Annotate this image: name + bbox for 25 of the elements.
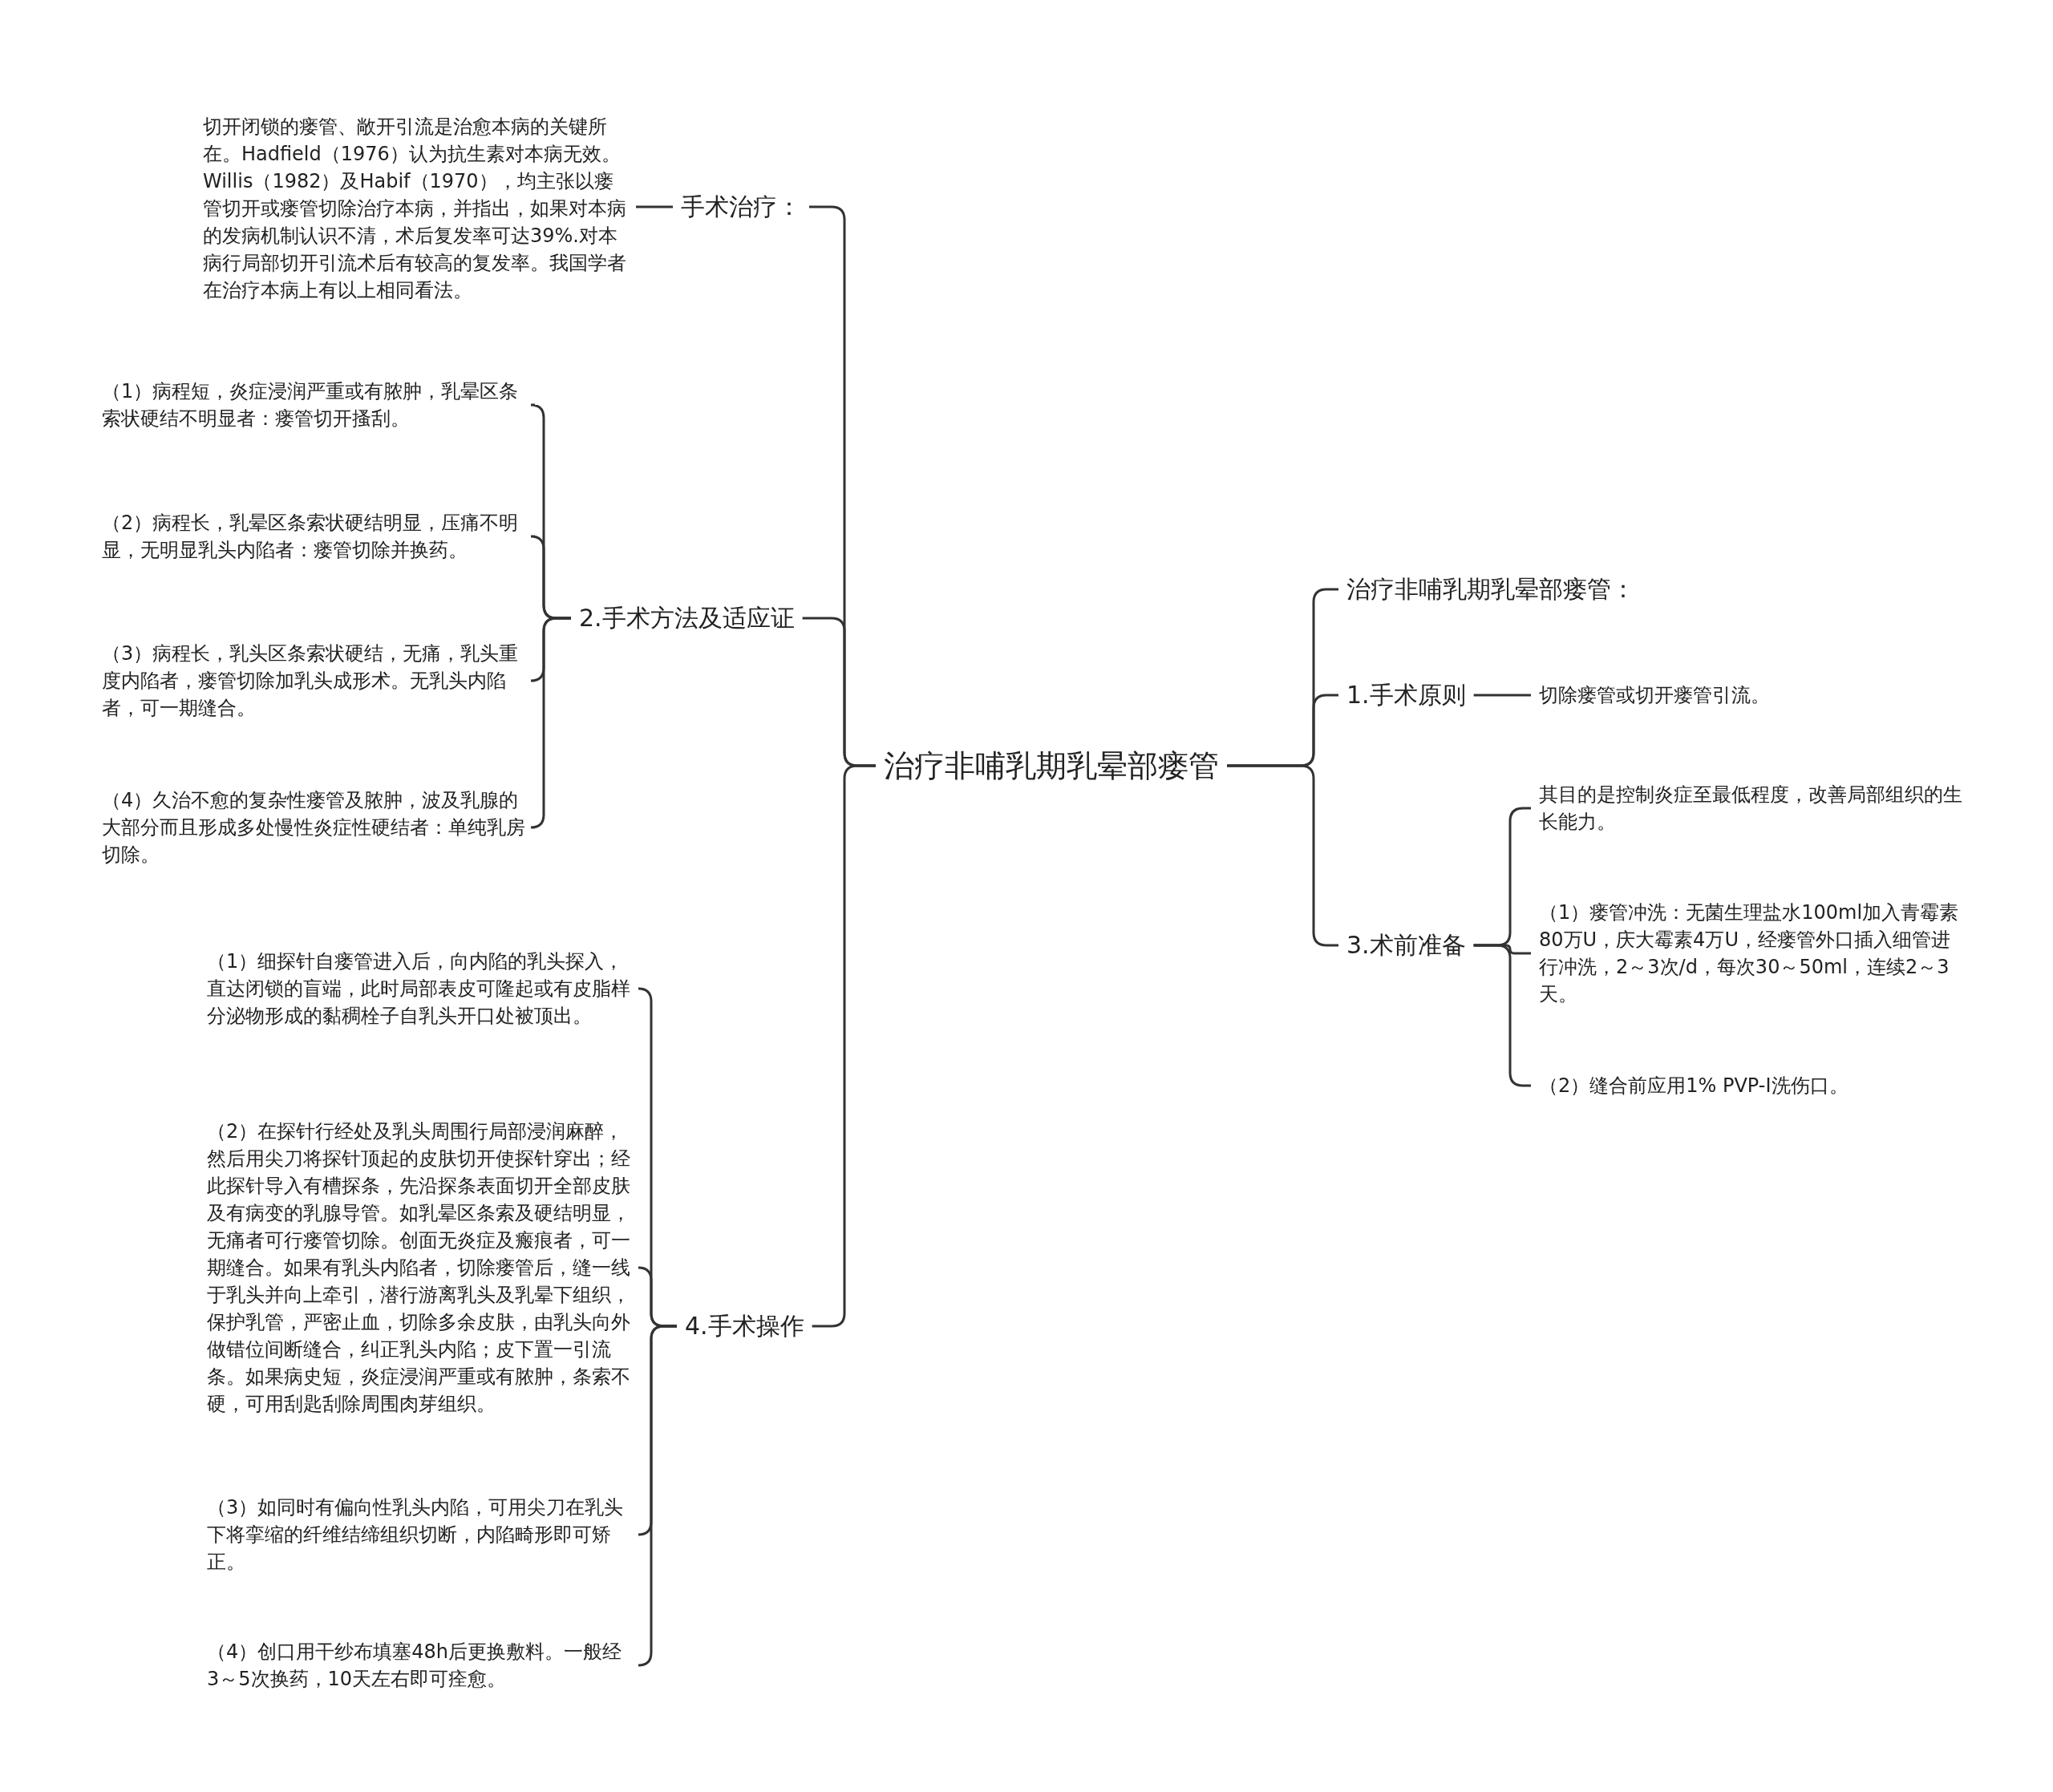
connector-line xyxy=(637,1325,677,1667)
leaf-text: （2）病程长，乳晕区条索状硬结明显，压痛不明显，无明显乳头内陷者：瘘管切除并换药。 xyxy=(102,509,527,564)
branch-topic: 手术治疗： xyxy=(681,191,801,223)
leaf-text: （1）病程短，炎症浸润严重或有脓肿，乳晕区条索状硬结不明显者：瘘管切开搔刮。 xyxy=(102,378,527,432)
leaf-text: 其目的是控制炎症至最低程度，改善局部组织的生长能力。 xyxy=(1539,781,1964,835)
branch-topic: 治疗非哺乳期乳晕部瘘管： xyxy=(1346,573,1635,605)
branch-topic: 2.手术方法及适应证 xyxy=(579,602,795,634)
branch-topic: 4.手术操作 xyxy=(685,1310,804,1342)
leaf-text: （4）创口用干纱布填塞48h后更换敷料。一般经3～5次换药，10天左右即可痊愈。 xyxy=(207,1638,632,1693)
connector-line xyxy=(636,205,673,208)
leaf-text: （3）病程长，乳头区条索状硬结，无痛，乳头重度内陷者，瘘管切除加乳头成形术。无乳头内陷者，可一期缝合。 xyxy=(102,640,527,722)
leaf-text: （3）如同时有偏向性乳头内陷，可用尖刀在乳头下将挛缩的纤维结缔组织切断，内陷畸形即可矫正。 xyxy=(207,1494,632,1576)
connector-line xyxy=(812,764,876,1328)
leaf-text: （2）在探针行经处及乳头周围行局部浸润麻醉，然后用尖刀将探针顶起的皮肤切开使探针穿出；经此探针导入有槽探条，先沿探条表面切开全部皮肤及有病变的乳腺导管。如乳晕区条索及硬结明显，无痛者可行瘘管切除。创面无炎症及瘢痕者，可一期缝合。如果有乳头内陷者，切除瘘管后，缝一线于乳头并向上牵引，潜行游离乳头及乳晕下组织，保护乳管，严密止血，切除多余皮肤，由乳头向外做错位间断缝合，纠正乳头内陷；皮下置一引流条。如果病史短，炎症浸润严重或有脓肿，条索不硬，可用刮匙刮除周围肉芽组织。 xyxy=(207,1118,632,1418)
leaf-text: （4）久治不愈的复杂性瘘管及脓肿，波及乳腺的大部分而且形成多处慢性炎症性硬结者：单纯乳房切除。 xyxy=(102,787,527,868)
branch-topic: 1.手术原则 xyxy=(1346,679,1466,711)
leaf-text: （2）缝合前应用1% PVP-Ⅰ洗伤口。 xyxy=(1539,1072,1964,1099)
connector-line xyxy=(1473,694,1531,697)
connector-line xyxy=(529,617,571,829)
central-topic: 治疗非哺乳期乳晕部瘘管 xyxy=(884,750,1219,782)
branch-topic: 3.术前准备 xyxy=(1346,929,1466,961)
leaf-text: （1）细探针自瘘管进入后，向内陷的乳头探入，直达闭锁的盲端，此时局部表皮可隆起或有皮脂样分泌物形成的黏稠栓子自乳头开口处被顶出。 xyxy=(207,948,632,1029)
leaf-text: （1）瘘管冲洗：无菌生理盐水100ml加入青霉素80万U，庆大霉素4万U，经瘘管外口插入细管进行冲洗，2～3次/d，每次30～50ml，连续2～3天。 xyxy=(1539,899,1964,1008)
leaf-text: 切开闭锁的瘘管、敞开引流是治愈本病的关键所在。Hadfield（1976）认为抗生素对本病无效。Willis（1982）及Habif（1970），均主张以瘘管切开或瘘管切除治疗本病，并指出，如果对本病的发病机制认识不清，术后复发率可达39%.对本病行局部切开引流术后有较高的复发率。我国学者在治疗本病上有以上相同看法。 xyxy=(203,113,628,304)
leaf-text: 切除瘘管或切开瘘管引流。 xyxy=(1539,682,1812,709)
